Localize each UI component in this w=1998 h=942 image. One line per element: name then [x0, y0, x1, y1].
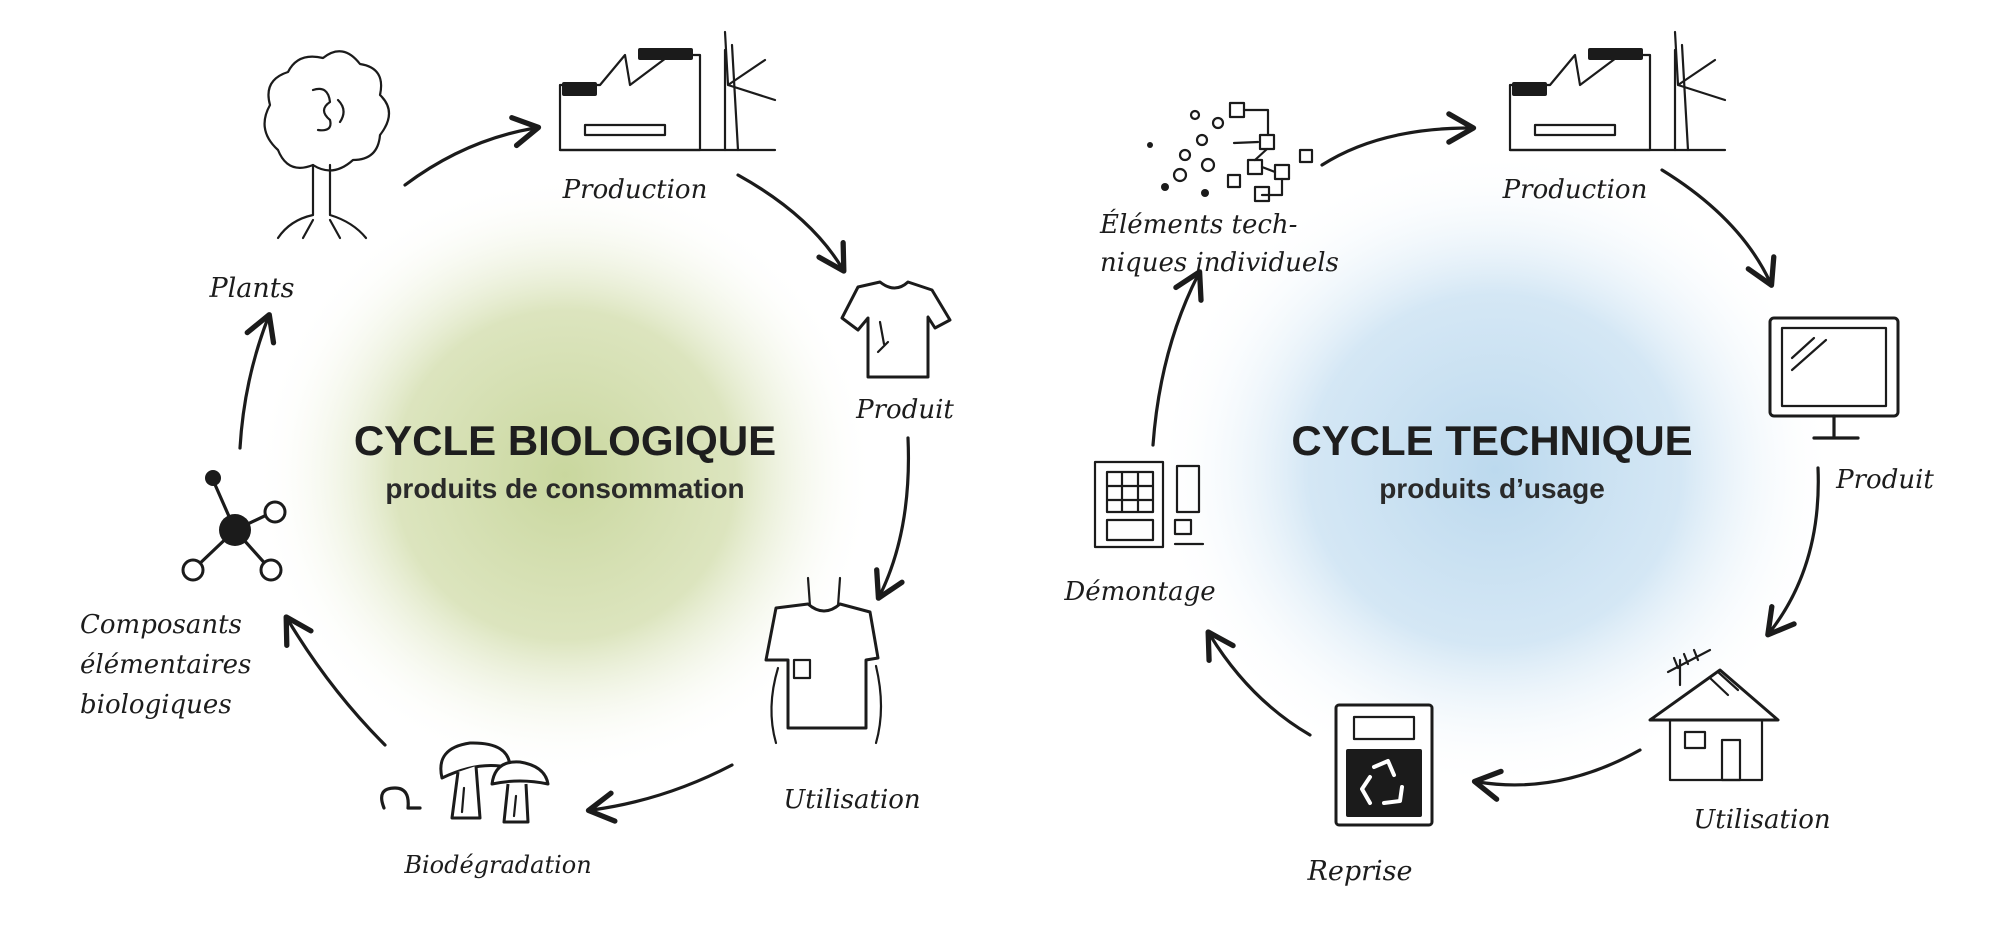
tech-label-utilisation: Utilisation: [1693, 805, 1830, 835]
house-icon: [1648, 648, 1780, 782]
bio-arrow-composants-plants: [238, 312, 277, 450]
tech-arrow-utilisation-reprise: [1471, 748, 1642, 802]
tech-arrow-produit-utilisation: [1765, 466, 1820, 638]
bio-label-produit: Produit: [855, 395, 954, 425]
bio-label-composants: Composants élémentaires biologiques: [80, 610, 260, 720]
tech-subtitle: produits d’usage: [1379, 473, 1605, 504]
tech-label-demontage: Démontage: [1063, 577, 1215, 607]
bio-arrow-production-produit: [736, 173, 847, 274]
bio-cycle: CYCLE BIOLOGIQUE produits de consommatio…: [80, 30, 954, 879]
molecule-icon: [181, 470, 287, 582]
tech-label-elements-line2: niques individuels: [1100, 248, 1339, 278]
recycle-bin-icon: [1334, 703, 1434, 827]
tech-arrow-reprise-demontage: [1205, 629, 1312, 737]
tshirt-icon: [840, 280, 952, 379]
factory-icon: [558, 30, 777, 152]
tech-title: CYCLE TECHNIQUE: [1291, 417, 1692, 464]
bio-label-composants-line3: biologiques: [80, 690, 232, 720]
bio-title: CYCLE BIOLOGIQUE: [354, 417, 776, 464]
tree-icon: [263, 50, 391, 240]
monitor-icon: [1768, 316, 1900, 440]
tech-label-elements-line1: Éléments tech-: [1099, 208, 1297, 240]
disassembly-icon: [1093, 460, 1205, 549]
bio-label-plants: Plants: [209, 273, 295, 304]
tech-arrow-demontage-elements: [1151, 269, 1204, 447]
bio-label-biodegradation: Biodégradation: [403, 851, 591, 879]
bio-arrow-biodegradation-composants: [283, 614, 387, 747]
bio-label-utilisation: Utilisation: [783, 785, 920, 815]
factory-icon: [1508, 30, 1727, 152]
components-icon: [1147, 101, 1314, 203]
bio-arrow-utilisation-biodegradation: [585, 763, 734, 824]
bio-label-composants-line2: élémentaires: [80, 650, 251, 680]
bio-glow: [255, 175, 875, 775]
tech-glow: [1155, 150, 1835, 790]
tech-label-reprise: Reprise: [1307, 856, 1413, 887]
tech-label-production: Production: [1502, 175, 1648, 205]
person-tshirt-icon: [764, 576, 883, 745]
tech-cycle: CYCLE TECHNIQUE produits d’usage: [1063, 30, 1934, 887]
bio-label-composants-line1: Composants: [80, 610, 242, 640]
tech-label-produit: Produit: [1835, 465, 1934, 495]
bio-label-production: Production: [562, 175, 708, 205]
tech-label-elements: Éléments tech- niques individuels: [1099, 208, 1339, 278]
tech-arrow-production-produit: [1660, 168, 1777, 288]
bio-subtitle: produits de consommation: [385, 473, 744, 504]
bio-arrow-plants-production: [403, 115, 542, 187]
mushroom-worm-icon: [380, 741, 550, 824]
tech-arrow-elements-production: [1320, 111, 1477, 167]
bio-arrow-produit-utilisation: [874, 436, 911, 601]
